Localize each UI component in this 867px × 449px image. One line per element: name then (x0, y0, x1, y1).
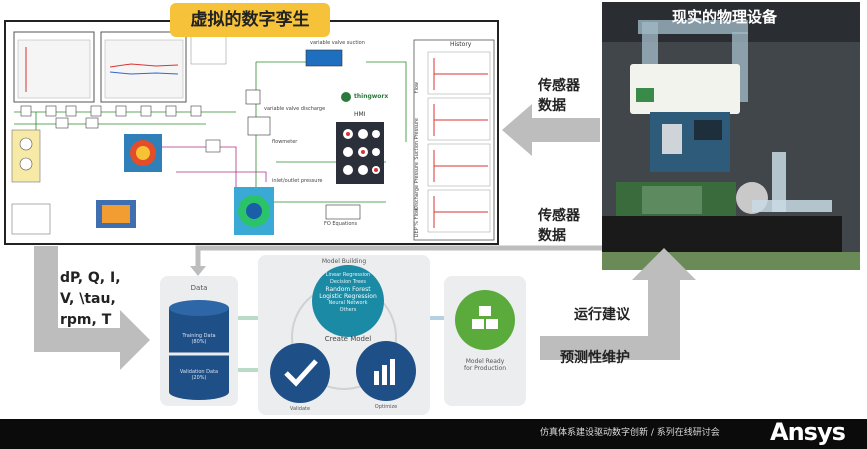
pressure-label: inlet/outlet pressure (272, 178, 323, 184)
variables-arrow (34, 246, 150, 370)
ops-advice-arrow (540, 248, 696, 360)
predictive-maintenance-label: 预测性维护 (560, 350, 630, 366)
hmi-label: HMI (354, 111, 366, 118)
footer-bar (0, 419, 867, 449)
history-title: History (450, 41, 472, 48)
data-title: Data (190, 284, 208, 292)
validation-data-label: Validation Data(20%) (179, 369, 219, 381)
sensor-arrow-2 (195, 245, 602, 268)
sensor-arrow-1 (502, 104, 600, 156)
create-model-label: Create Model (324, 335, 372, 343)
variables-label: dP, Q, I,V, \tau,rpm, T (60, 270, 121, 328)
valve-suction-label: variable valve suction (310, 40, 365, 46)
fo-equations-label: FO Equations (324, 221, 358, 227)
thingworx-logo: thingworx (354, 93, 389, 100)
digital-twin-diagram (11, 31, 495, 241)
model-building-circle (312, 265, 384, 337)
sensor-data-label-1: 传感器数据 (538, 78, 580, 114)
database-icon (169, 300, 229, 400)
digital-twin-title: 虚拟的数字孪生 (170, 3, 330, 37)
sensor-data-label-2: 传感器数据 (538, 208, 580, 244)
validate-circle (270, 343, 330, 403)
model-ready-card: Model Ready for Production (444, 276, 526, 406)
ansys-logo: Ansys (770, 418, 846, 446)
training-data-label: Training Data(80%) (182, 333, 216, 345)
footer-text: 仿真体系建设驱动数字创新 / 系列在线研讨会 (540, 428, 720, 438)
flowmeter-label: flowmeter (272, 139, 298, 145)
model-ready-label: Model Ready for Production (463, 358, 507, 372)
physical-device-title: 现实的物理设备 (672, 8, 778, 26)
ops-advice-label: 运行建议 (574, 307, 630, 323)
data-card: Data Training Data(80%) Validation Data(… (160, 276, 238, 406)
valve-discharge-label: variable valve discharge (264, 106, 326, 112)
cubes-icon (455, 290, 515, 350)
model-building-title: Model Building (321, 258, 367, 265)
physical-device-photo (602, 2, 860, 270)
digital-twin-panel: History variable valve suction variable … (4, 20, 499, 245)
optimize-label: Optimize (374, 404, 398, 410)
validate-label: Validate (289, 406, 311, 412)
